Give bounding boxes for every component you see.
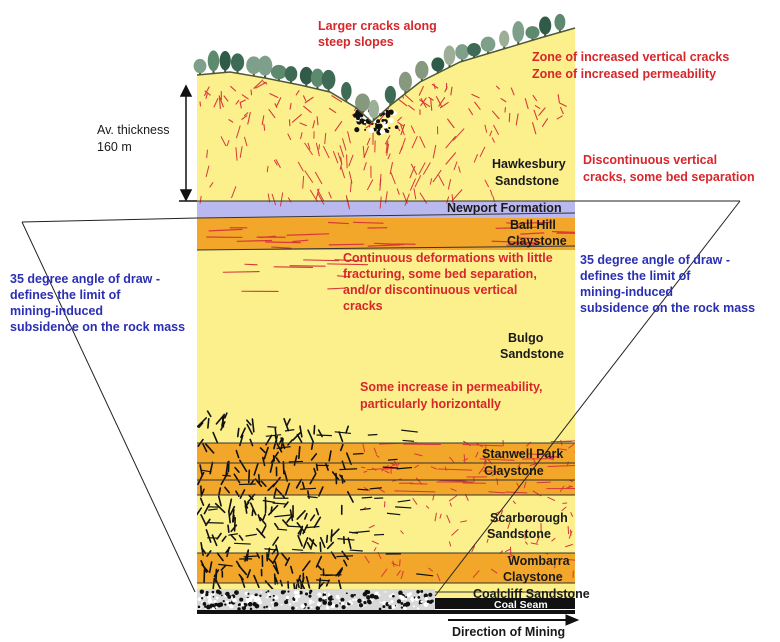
angle-left-line-3: mining-induced [10,304,103,318]
angle-left-line-2: defines the limit of [10,288,121,302]
permeability-line-1: Some increase in permeability, [360,380,542,394]
continuous-line-4: cracks [343,299,383,313]
angle-left-line-4: subsidence on the rock mass [10,320,185,334]
bulgo-line-2: Sandstone [500,347,564,361]
larger-cracks-line-2: steep slopes [318,35,394,49]
annotation-angle-right: 35 degree angle of draw - defines the li… [580,253,755,315]
continuous-line-3: and/or discontinuous vertical [343,283,517,297]
annotation-larger-cracks: Larger cracks along steep slopes [318,19,437,49]
direction-label: Direction of Mining [452,625,565,639]
wombarra-line-1: Wombarra [508,554,571,568]
scarborough-line-1: Scarborough [490,511,568,525]
zone-vertical-line-2: Zone of increased permeability [532,67,716,81]
hawkesbury-line-1: Hawkesbury [492,157,566,171]
angle-right-line-1: 35 degree angle of draw - [580,253,730,267]
annotation-thickness: Av. thickness 160 m [97,123,170,154]
bulgo-line-1: Bulgo [508,331,544,345]
angle-right-line-2: defines the limit of [580,269,691,283]
direction-arrow [448,615,578,625]
annotation-discontinuous: Discontinuous vertical cracks, some bed … [583,153,755,184]
stanwell-line-2: Claystone [484,464,544,478]
ball-hill-line-1: Ball Hill [510,218,556,232]
continuous-line-1: Continuous deformations with little [343,251,553,265]
angle-right-line-4: subsidence on the rock mass [580,301,755,315]
thickness-label: Av. thickness [97,123,170,137]
angle-left-line-1: 35 degree angle of draw - [10,272,160,286]
thickness-value: 160 m [97,140,132,154]
ball-hill-line-2: Claystone [507,234,567,248]
continuous-line-2: fracturing, some bed separation, [343,267,537,281]
thickness-bracket [179,86,197,201]
zone-vertical-line-1: Zone of increased vertical cracks [532,50,729,64]
stanwell-line-1: Stanwell Park [482,447,563,461]
label-newport: Newport Formation [447,201,562,215]
larger-cracks-line-1: Larger cracks along [318,19,437,33]
annotation-angle-left: 35 degree angle of draw - defines the li… [10,272,185,334]
top-draw-line [22,218,197,222]
label-coal-seam: Coal Seam [494,599,548,611]
discontinuous-line-2: cracks, some bed separation [583,170,755,184]
discontinuous-line-1: Discontinuous vertical [583,153,717,167]
scarborough-line-2: Sandstone [487,527,551,541]
angle-right-line-3: mining-induced [580,285,673,299]
permeability-line-2: particularly horizontally [360,397,501,411]
hawkesbury-line-2: Sandstone [495,174,559,188]
wombarra-line-2: Claystone [503,570,563,584]
